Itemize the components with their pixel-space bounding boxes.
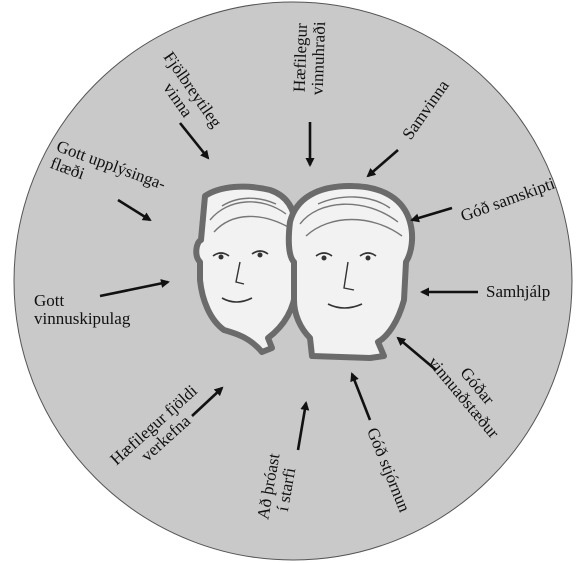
label-samhjalp: Samhjálp: [486, 283, 550, 301]
right-face-eye-l: [322, 256, 327, 261]
two-faces-icon: [196, 186, 412, 358]
right-face-eye-r: [366, 256, 371, 261]
left-face-eye-r: [258, 253, 263, 258]
label-line: vinnuskipulag: [34, 310, 130, 328]
label-line: Gott: [34, 292, 130, 310]
label-line: vinnuhraði: [309, 21, 330, 95]
label-line: Samhjálp: [486, 283, 550, 301]
left-face-eye-l: [219, 255, 224, 260]
